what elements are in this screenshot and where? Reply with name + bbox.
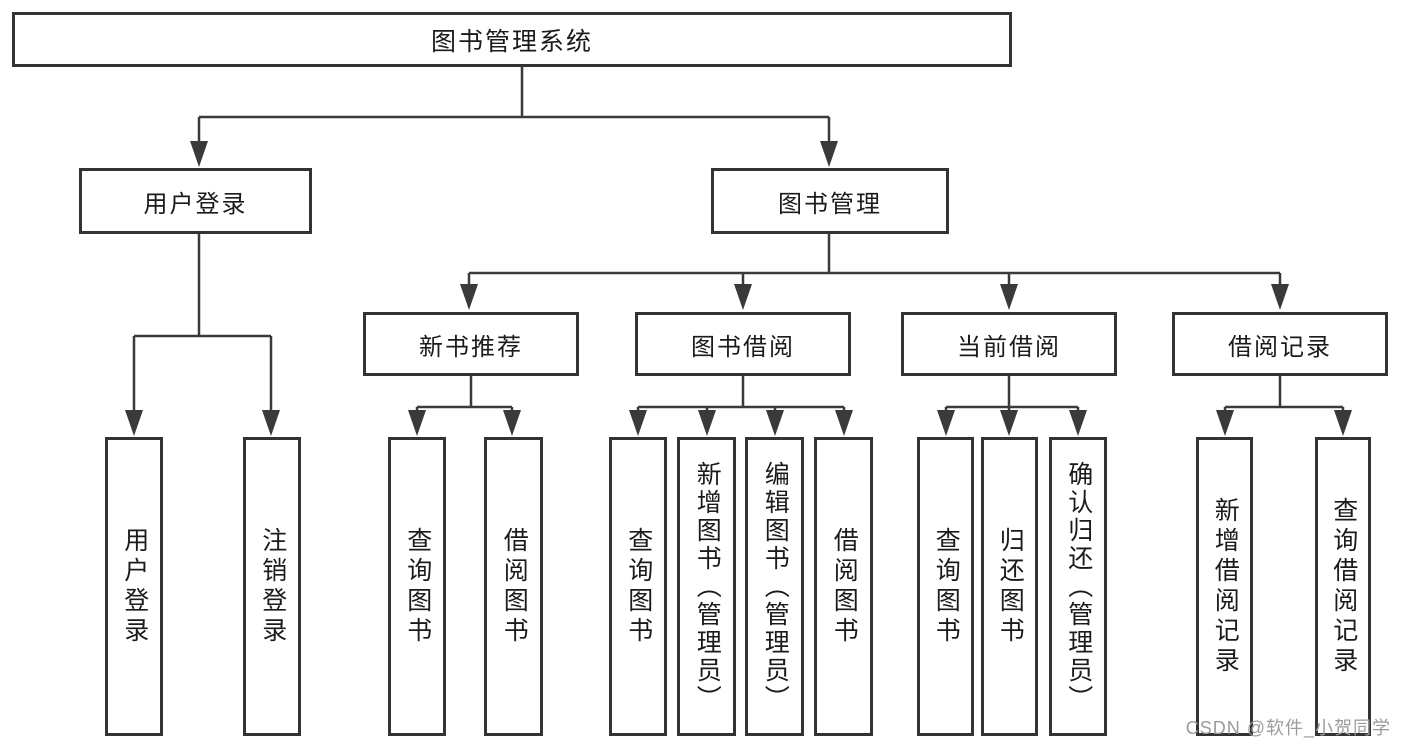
node-label: 图书管理系统 <box>430 27 593 56</box>
leaf-query-borrow-record: 查询借阅记录 <box>1315 437 1371 736</box>
node-label: 查询借阅记录 <box>1329 496 1358 677</box>
node-label: 归还图书 <box>996 526 1025 647</box>
node-book-borrowing: 图书借阅 <box>635 312 851 376</box>
arrow-down-icon <box>1334 410 1352 436</box>
arrow-down-icon <box>820 141 838 167</box>
node-label: 图书借阅 <box>691 333 795 361</box>
leaf-borrow-books-recommend: 借阅图书 <box>484 437 543 736</box>
arrow-down-icon <box>1216 410 1234 436</box>
node-current-borrowing: 当前借阅 <box>901 312 1117 376</box>
leaf-edit-book-admin: 编辑图书（管理员） <box>745 437 804 736</box>
leaf-borrow-books: 借阅图书 <box>814 437 873 736</box>
node-user-login: 用户登录 <box>79 168 312 234</box>
node-label: 查询图书 <box>932 526 961 647</box>
leaf-query-books-borrowing: 查询图书 <box>609 437 667 736</box>
arrow-down-icon <box>503 410 521 436</box>
arrow-down-icon <box>1069 410 1087 436</box>
leaf-return-books: 归还图书 <box>981 437 1038 736</box>
node-label: 用户登录 <box>143 190 248 218</box>
watermark: CSDN @软件_小贺同学 <box>1185 718 1391 738</box>
node-label: 借阅图书 <box>830 526 859 647</box>
node-label: 借阅图书 <box>500 526 529 647</box>
leaf-logout: 注销登录 <box>243 437 301 736</box>
leaf-add-book-admin: 新增图书（管理员） <box>677 437 736 736</box>
arrow-down-icon <box>937 410 955 436</box>
arrow-down-icon <box>460 284 478 310</box>
arrow-down-icon <box>262 410 280 436</box>
arrow-down-icon <box>698 410 716 436</box>
arrow-down-icon <box>629 410 647 436</box>
arrow-down-icon <box>835 410 853 436</box>
arrow-down-icon <box>766 410 784 436</box>
arrow-down-icon <box>734 284 752 310</box>
leaf-query-books-recommend: 查询图书 <box>388 437 446 736</box>
arrow-down-icon <box>408 410 426 436</box>
arrowheads <box>125 141 1352 436</box>
arrow-down-icon <box>1271 284 1289 310</box>
node-label: 用户登录 <box>120 526 149 647</box>
node-label: 查询图书 <box>403 526 432 647</box>
node-book-management: 图书管理 <box>711 168 949 234</box>
node-label: 借阅记录 <box>1228 333 1332 361</box>
node-label: 确认归还（管理员） <box>1064 460 1093 713</box>
node-label: 编辑图书（管理员） <box>761 460 790 713</box>
arrow-down-icon <box>125 410 143 436</box>
node-new-book-recommend: 新书推荐 <box>363 312 579 376</box>
node-label: 注销登录 <box>258 526 287 647</box>
connector-lines <box>132 67 1345 411</box>
leaf-add-borrow-record: 新增借阅记录 <box>1196 437 1253 736</box>
arrow-down-icon <box>1000 284 1018 310</box>
node-label: 当前借阅 <box>957 333 1061 361</box>
node-label: 新增图书（管理员） <box>693 460 722 713</box>
arrow-down-icon <box>190 141 208 167</box>
node-label: 新增借阅记录 <box>1211 496 1240 677</box>
leaf-query-books-current: 查询图书 <box>917 437 974 736</box>
node-label: 查询图书 <box>624 526 653 647</box>
node-label: 新书推荐 <box>419 333 523 361</box>
node-label: 图书管理 <box>778 190 882 218</box>
leaf-user-login: 用户登录 <box>105 437 163 736</box>
node-library-management-system: 图书管理系统 <box>12 12 1012 67</box>
arrow-down-icon <box>1000 410 1018 436</box>
leaf-confirm-return-admin: 确认归还（管理员） <box>1049 437 1107 736</box>
node-borrow-records: 借阅记录 <box>1172 312 1388 376</box>
